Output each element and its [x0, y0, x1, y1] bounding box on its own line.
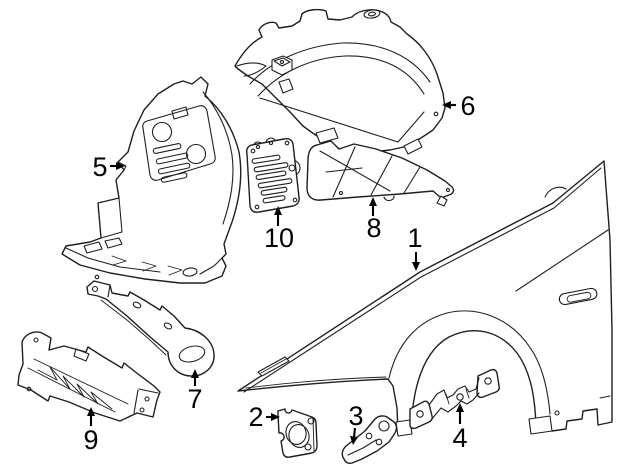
part-1-fender-panel — [237, 160, 613, 437]
part-6-details — [236, 9, 439, 155]
callout-2-number: 2 — [248, 402, 263, 432]
callouts: 5 6 10 8 — [83, 91, 475, 455]
callout-8-number: 8 — [366, 213, 381, 243]
part-8-upper-support — [306, 140, 455, 207]
fender-top-bump — [544, 186, 567, 198]
callout-9: 9 — [83, 407, 99, 455]
callout-4: 4 — [452, 403, 468, 453]
part-5-liner-rear-section — [61, 76, 242, 284]
callout-7: 7 — [187, 369, 203, 414]
part-9-details — [26, 337, 159, 414]
part-7-outline — [86, 280, 215, 377]
part-2-outline — [277, 408, 318, 458]
wheel-arch-right-foot — [528, 415, 553, 435]
callout-5-number: 5 — [92, 152, 107, 182]
callout-7-arrow — [191, 369, 199, 386]
part-9-lower-cover — [17, 331, 161, 422]
callout-9-number: 9 — [83, 425, 98, 455]
part-2-adapter-plate — [277, 408, 318, 458]
callout-6: 6 — [442, 91, 476, 121]
callout-8-arrow — [369, 197, 377, 216]
callout-6-arrow — [442, 101, 456, 109]
callout-3: 3 — [348, 401, 364, 445]
callout-6-number: 6 — [460, 91, 475, 121]
part-6-liner-front-section — [234, 8, 446, 155]
callout-4-arrow — [456, 403, 464, 424]
part-10-details — [250, 140, 298, 210]
callout-10: 10 — [264, 206, 294, 253]
callout-2: 2 — [248, 402, 280, 432]
part-1-details — [243, 167, 611, 437]
part-8-details — [319, 146, 451, 207]
callout-4-number: 4 — [452, 423, 467, 453]
callout-10-arrow — [274, 206, 282, 226]
callout-2-arrow — [266, 413, 280, 421]
part-5-details — [65, 91, 234, 280]
part-2-details — [285, 417, 315, 452]
callout-5: 5 — [92, 152, 125, 182]
part-7-support-bracket — [86, 280, 215, 377]
side-marker-slot — [558, 287, 598, 306]
part-8-outline — [306, 140, 455, 201]
part-7-details — [91, 284, 206, 363]
callout-10-number: 10 — [264, 223, 294, 253]
callout-7-number: 7 — [187, 384, 202, 414]
part-4-mounting-bracket — [409, 368, 500, 430]
wheel-arch-left-foot — [395, 419, 413, 437]
part-10-outline — [246, 138, 300, 213]
part-4-details — [416, 377, 492, 421]
callout-8: 8 — [366, 197, 382, 243]
part-3-details — [347, 420, 390, 456]
part-10-mounting-plate — [246, 137, 301, 213]
part-3-lower-bracket — [341, 415, 398, 464]
callout-1: 1 — [407, 223, 423, 271]
callout-1-number: 1 — [407, 223, 422, 253]
callout-1-arrow — [412, 252, 420, 271]
callout-3-number: 3 — [348, 401, 363, 431]
callout-5-arrow — [110, 162, 125, 170]
callout-9-arrow — [87, 407, 95, 426]
fender-crease-line — [515, 229, 609, 292]
callout-3-arrow — [350, 427, 358, 445]
part-1-outline — [237, 160, 613, 433]
part-9-outline — [17, 331, 161, 422]
